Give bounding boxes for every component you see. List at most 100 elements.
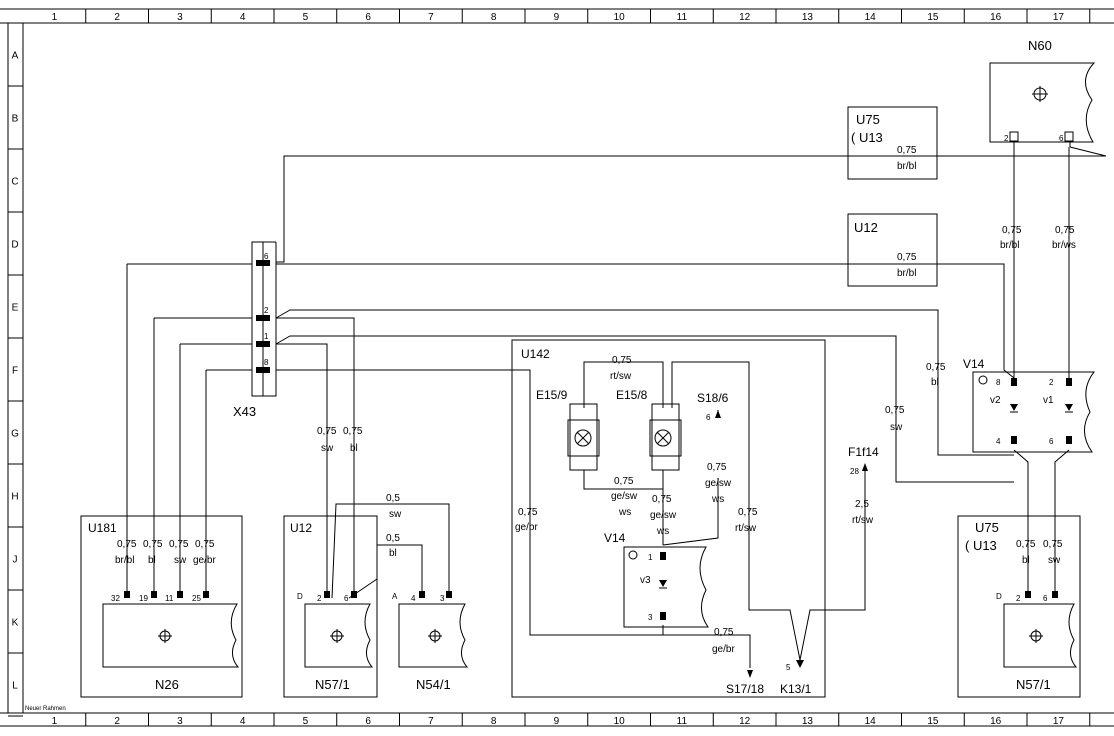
wire-label-color: br/bl xyxy=(897,161,916,172)
wire-label-color: sw xyxy=(1048,555,1061,566)
wire-label-color: br/ws xyxy=(1052,240,1076,251)
wire-label-color: rt/sw xyxy=(735,523,757,534)
u12-top-box: U12 xyxy=(847,213,938,287)
n54-1-pin-4: 4 xyxy=(411,594,416,603)
u142-title: U142 xyxy=(521,347,550,361)
row-label: E xyxy=(12,303,19,314)
column-label-top: 11 xyxy=(677,12,688,23)
u75-top-box: U75 ( U13 xyxy=(847,106,938,180)
wire-label-size: 0,75 xyxy=(885,405,905,416)
wire-label-color2: ws xyxy=(656,526,669,537)
pin-terminals xyxy=(124,378,1072,620)
n57-1-left-title: N57/1 xyxy=(315,677,350,692)
n54-1-connector: A xyxy=(392,592,398,601)
s18-6-title: S18/6 xyxy=(697,391,729,405)
row-label: D xyxy=(11,240,18,251)
n54-1-pin-3: 3 xyxy=(440,594,445,603)
x43-title: X43 xyxy=(233,404,256,419)
k13-1-arrow-icon xyxy=(796,660,804,668)
n60-pin-2: 2 xyxy=(1004,134,1009,143)
wire-label-color: ge/br xyxy=(193,555,216,566)
u181-title: U181 xyxy=(88,521,117,535)
column-label-top: 17 xyxy=(1053,12,1065,23)
column-label-top: 4 xyxy=(240,12,246,23)
u75-top-line1: U75 xyxy=(856,112,880,127)
column-label-bottom: 17 xyxy=(1053,716,1065,727)
column-label-bottom: 13 xyxy=(802,716,814,727)
wire-label-size: 0,75 xyxy=(518,507,538,518)
x43-pin-8: 8 xyxy=(264,358,269,367)
column-label-bottom: 1 xyxy=(52,716,58,727)
column-label-bottom: 15 xyxy=(927,716,939,727)
row-label: G xyxy=(11,429,19,440)
column-label-top: 2 xyxy=(114,12,120,23)
v14-inner-title: V14 xyxy=(604,531,626,545)
wire-label-size: 0,75 xyxy=(714,627,734,638)
wire-label-color: br/bl xyxy=(897,268,916,279)
wire-label-size: 0,75 xyxy=(926,362,946,373)
diode-v1-icon xyxy=(1065,404,1073,413)
u12-bottom-box: U12 N57/1 D 2 6 xyxy=(283,515,378,698)
wire-label-color: sw xyxy=(321,443,334,454)
k13-1-title: K13/1 xyxy=(780,682,812,696)
n54-1-module: N54/1 A 4 3 xyxy=(392,592,469,692)
k13-1-pin: 5 xyxy=(786,663,791,672)
lamp-e15-9-icon xyxy=(574,429,592,447)
wire-label-size: 2,5 xyxy=(855,499,869,510)
wire-label-size: 0,5 xyxy=(386,533,400,544)
v14-inner-diode-v3: v3 xyxy=(640,575,651,586)
footer-label: Neuer Rahmen xyxy=(25,706,66,712)
column-label-top: 3 xyxy=(177,12,183,23)
v14-inner-pin-3: 3 xyxy=(648,613,653,622)
column-label-bottom: 12 xyxy=(739,716,751,727)
wire-label-size: 0,75 xyxy=(1016,539,1036,550)
wire-label-size: 0,75 xyxy=(117,539,137,550)
s17-18-arrow-icon xyxy=(747,670,753,678)
wire-label-size: 0,75 xyxy=(169,539,189,550)
s18-6-arrow-icon xyxy=(715,410,721,418)
row-label: F xyxy=(12,366,18,377)
column-label-top: 13 xyxy=(802,12,814,23)
n57-1-right-connector: D xyxy=(996,592,1002,601)
n57-1-right-pin-6: 6 xyxy=(1043,594,1048,603)
wire-label-size: 0,75 xyxy=(897,252,917,263)
v14-inner-pin-1: 1 xyxy=(648,553,653,562)
column-label-top: 9 xyxy=(554,12,560,23)
row-label: J xyxy=(13,555,18,566)
column-label-bottom: 11 xyxy=(677,716,688,727)
n57-1-right-pin-2: 2 xyxy=(1016,594,1021,603)
wire-label-color: br/bl xyxy=(115,555,134,566)
wire-label-color: ge/sw xyxy=(650,510,677,521)
e15-9-title: E15/9 xyxy=(536,388,568,402)
wire-label-size: 0,75 xyxy=(143,539,163,550)
n26-title: N26 xyxy=(155,677,179,692)
n26-pin-19: 19 xyxy=(139,594,148,603)
wire-labels: 0,75 br/bl 0,75 br/bl 0,75 br/bl 0,75 br… xyxy=(115,145,1076,655)
column-label-top: 10 xyxy=(614,12,626,23)
wire-label-color: sw xyxy=(389,509,402,520)
f1f14-arrow-icon xyxy=(862,463,868,471)
row-label: A xyxy=(12,51,19,62)
n60-title: N60 xyxy=(1028,38,1052,53)
u12-bottom-title: U12 xyxy=(290,521,312,535)
column-label-bottom: 3 xyxy=(177,716,183,727)
u181-box: U181 N26 32 19 11 25 xyxy=(80,515,243,698)
wire-label-size: 0,75 xyxy=(1055,225,1075,236)
diode-v3-icon xyxy=(659,580,667,589)
n60-pin-6: 6 xyxy=(1059,134,1064,143)
wire-label-color: bl xyxy=(350,443,358,454)
v14-right-diode-v1: v1 xyxy=(1043,395,1054,406)
drawing-frame: 1122334455667788991010111112121313141415… xyxy=(0,8,1114,727)
arrows xyxy=(715,410,868,678)
wire-label-color: br/bl xyxy=(1000,240,1019,251)
wire-label-size: 0,75 xyxy=(317,426,337,437)
column-label-bottom: 14 xyxy=(865,716,877,727)
x43-connector: X43 6 2 1 8 xyxy=(233,241,277,419)
u75-bottom-line1: U75 xyxy=(975,520,999,535)
row-label: H xyxy=(11,492,18,503)
column-label-top: 14 xyxy=(865,12,877,23)
wire-label-color: bl xyxy=(1022,555,1030,566)
motor-symbol-icon xyxy=(330,629,344,643)
wire-label-size: 0,75 xyxy=(652,494,672,505)
column-label-top: 16 xyxy=(990,12,1002,23)
